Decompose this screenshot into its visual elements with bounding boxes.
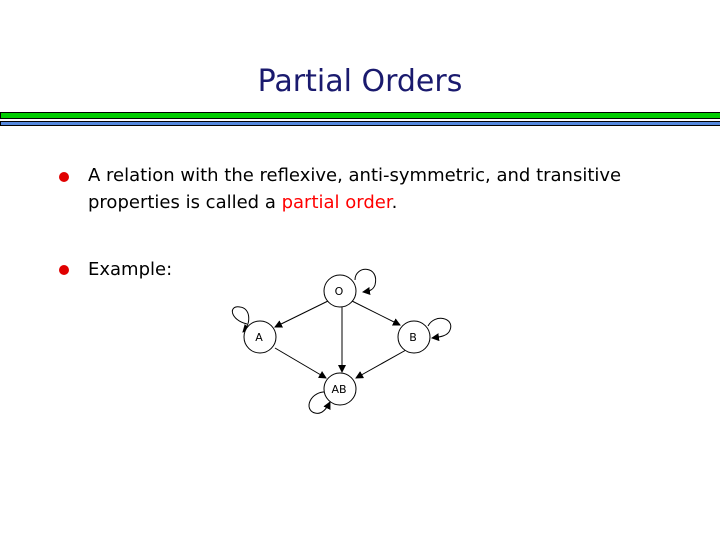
node-label: AB xyxy=(331,383,346,396)
node-label: A xyxy=(255,331,263,344)
bullet-icon xyxy=(59,265,69,275)
loop-a xyxy=(231,306,251,333)
bullet-text-1: A relation with the reflexive, anti-symm… xyxy=(88,162,688,216)
bullet-icon xyxy=(59,172,69,182)
bullet-punct: . xyxy=(391,192,398,213)
title-divider-green xyxy=(0,112,720,119)
node-label: B xyxy=(409,331,417,344)
edge-o-a xyxy=(274,300,329,328)
slide-title: Partial Orders xyxy=(257,64,463,99)
edge-b-ab xyxy=(355,349,407,379)
title-divider-blue xyxy=(0,121,720,126)
node-o xyxy=(323,274,357,308)
loop-o xyxy=(354,268,377,295)
edge-o-b xyxy=(351,300,401,326)
bullet-text-2: Example: xyxy=(88,259,173,280)
edge-a-ab xyxy=(274,347,327,379)
loop-ab xyxy=(308,391,331,414)
node-b xyxy=(397,320,431,354)
node-label: O xyxy=(335,285,344,298)
node-a xyxy=(243,320,277,354)
highlight-term: partial order xyxy=(281,192,392,213)
bullet-text: A relation with the reflexive, anti-symm… xyxy=(88,165,622,213)
loop-b xyxy=(427,317,452,342)
node-ab xyxy=(323,372,357,406)
